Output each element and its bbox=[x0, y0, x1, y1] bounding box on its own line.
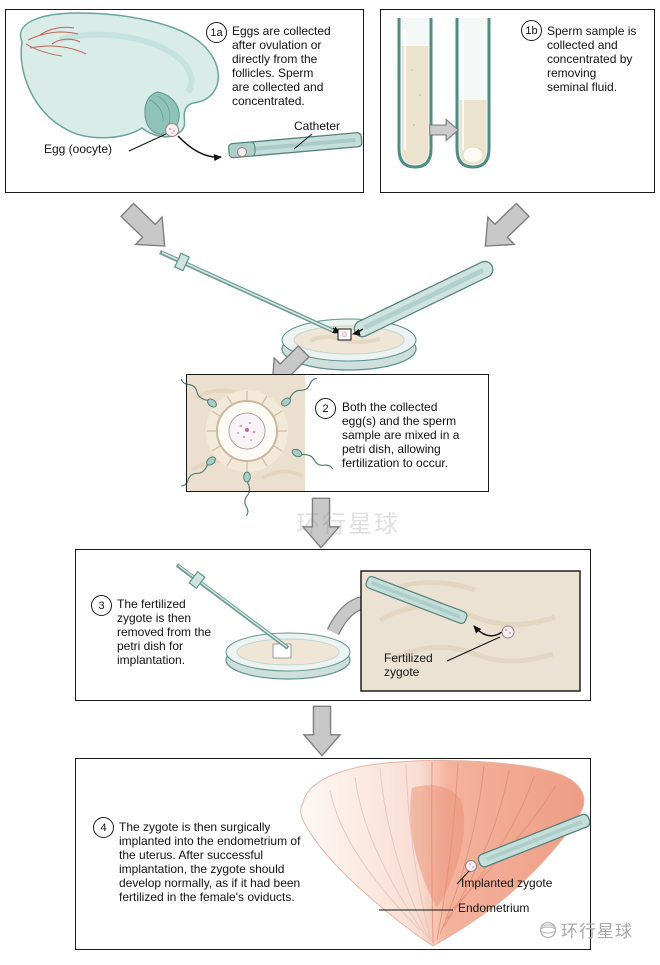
step-1a-badge: 1a bbox=[206, 22, 227, 43]
fertilized-zygote-label: Fertilized zygote bbox=[384, 651, 433, 679]
watermark-text: 环行星球 bbox=[561, 922, 633, 941]
flow-arrow-right-icon bbox=[471, 195, 537, 261]
step-4-text: The zygote is then surgically implanted … bbox=[119, 820, 301, 904]
flow-arrow-down-2-icon bbox=[303, 705, 341, 757]
mixing-illustration bbox=[159, 249, 494, 395]
step-1a-text: Eggs are collected after ovulation or di… bbox=[232, 24, 331, 108]
flow-arrow-left-icon bbox=[113, 195, 179, 261]
sperm-tubes-illustration bbox=[397, 18, 491, 169]
step-2-panel bbox=[186, 374, 489, 492]
step-1a-panel bbox=[5, 9, 364, 193]
catheter-label: Catheter bbox=[294, 119, 341, 133]
step-1b-panel bbox=[380, 9, 655, 193]
step-4-panel bbox=[75, 758, 591, 950]
ovary-egg-retrieval-illustration bbox=[19, 12, 363, 162]
step-2-badge: 2 bbox=[315, 398, 336, 419]
step-4-badge: 4 bbox=[93, 817, 114, 838]
endometrium-label: Endometrium bbox=[458, 901, 530, 915]
zygote-inset bbox=[360, 570, 581, 692]
step-1b-badge: 1b bbox=[521, 20, 542, 41]
step-2-text: Both the collected egg(s) and the sperm … bbox=[342, 400, 460, 470]
watermark-faint: 环行星球 bbox=[296, 511, 400, 538]
zygote-removal-illustration bbox=[175, 563, 581, 692]
step-3-text: The fertilized zygote is then removed fr… bbox=[117, 597, 212, 667]
step-3-panel bbox=[75, 549, 591, 701]
fertilization-illustration bbox=[178, 375, 335, 517]
step-3-badge: 3 bbox=[91, 595, 112, 616]
watermark: 环行星球 bbox=[538, 917, 633, 942]
step-1b-text: Sperm sample is collected and concentrat… bbox=[547, 24, 637, 94]
uterus-implantation-illustration bbox=[300, 759, 591, 947]
implanted-zygote-label: Implanted zygote bbox=[461, 876, 553, 890]
globe-icon bbox=[539, 921, 557, 938]
egg-oocyte-label: Egg (oocyte) bbox=[44, 142, 113, 156]
